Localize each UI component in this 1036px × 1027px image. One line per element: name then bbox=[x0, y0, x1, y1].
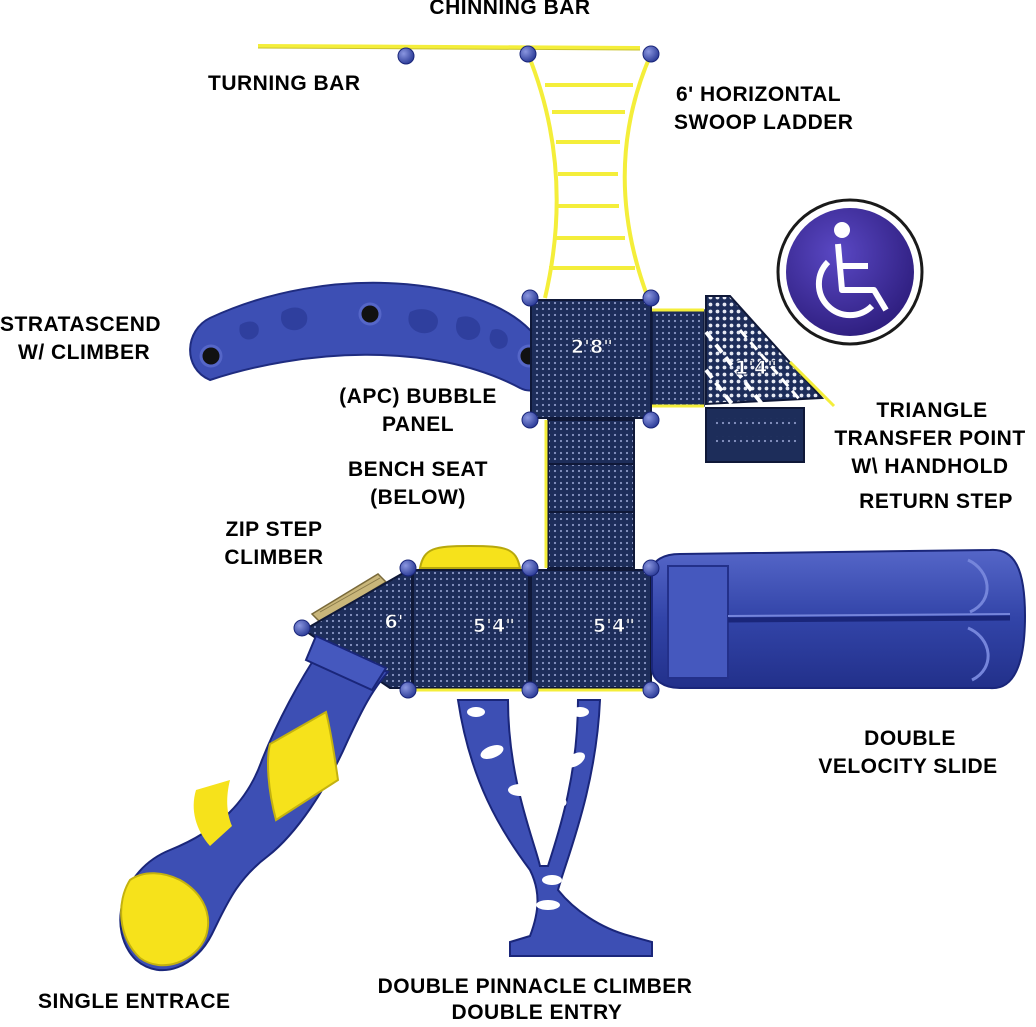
transfer-deck-size: 1'4" bbox=[735, 357, 777, 379]
double-slide-label-line2: VELOCITY SLIDE bbox=[818, 755, 998, 778]
right-deck: 5'4" bbox=[413, 569, 652, 692]
triangle-transfer-label-line2: TRANSFER POINT bbox=[834, 427, 1026, 450]
triangle-transfer-label-line1: TRIANGLE bbox=[876, 399, 988, 422]
pinnacle-climber-label-line1: DOUBLE PINNACLE CLIMBER bbox=[377, 975, 693, 998]
return-step-label: RETURN STEP bbox=[859, 490, 1013, 513]
support-posts bbox=[293, 45, 660, 699]
swoop-ladder-label-line2: SWOOP LADDER bbox=[674, 111, 854, 134]
triangle-deck-size: 6' bbox=[384, 611, 403, 633]
zip-step-label-line1: ZIP STEP bbox=[225, 518, 323, 541]
turning-bar bbox=[257, 44, 641, 51]
swoop-ladder-label-line1: 6' HORIZONTAL bbox=[676, 83, 842, 106]
return-step bbox=[705, 407, 805, 463]
center-walkway bbox=[544, 419, 635, 569]
wheelchair-icon bbox=[776, 198, 924, 346]
zip-step-label-line2: CLIMBER bbox=[224, 546, 324, 569]
right-deck-size: 5'4" bbox=[593, 615, 635, 637]
bench-seat bbox=[418, 544, 522, 569]
middle-deck-size: 5'4" bbox=[473, 615, 515, 637]
triangle-transfer-label-line3: W\ HANDHOLD bbox=[851, 455, 1009, 478]
turning-bar-label: TURNING BAR bbox=[208, 72, 361, 95]
upper-deck-size: 2'8" bbox=[571, 336, 613, 358]
stratascend-climber bbox=[189, 281, 548, 392]
chinning-bar-label: CHINNING BAR bbox=[429, 0, 591, 19]
bench-seat-label-line2: (BELOW) bbox=[370, 486, 466, 509]
transfer-connector-deck bbox=[651, 308, 705, 408]
single-entrance-slide bbox=[119, 634, 390, 971]
bubble-panel-label-line2: PANEL bbox=[381, 413, 455, 436]
bench-seat-label-line1: BENCH SEAT bbox=[348, 458, 488, 481]
pinnacle-climber-label-line2: DOUBLE ENTRY bbox=[451, 1001, 623, 1024]
single-entrance-label: SINGLE ENTRACE bbox=[38, 990, 231, 1013]
middle-deck: 5'4" bbox=[412, 569, 530, 689]
stratascend-label-line2: W/ CLIMBER bbox=[18, 341, 151, 364]
triangle-transfer-point: 1'4" bbox=[704, 295, 836, 408]
bubble-panel-label-line1: (APC) BUBBLE bbox=[339, 385, 497, 408]
double-pinnacle-climber bbox=[456, 699, 653, 957]
upper-deck: 2'8" bbox=[530, 299, 652, 419]
double-slide-label-line1: DOUBLE bbox=[864, 727, 956, 750]
stratascend-label-line1: STRATASCEND bbox=[0, 313, 162, 336]
swoop-ladder bbox=[526, 53, 653, 299]
double-velocity-slide bbox=[651, 548, 1027, 690]
